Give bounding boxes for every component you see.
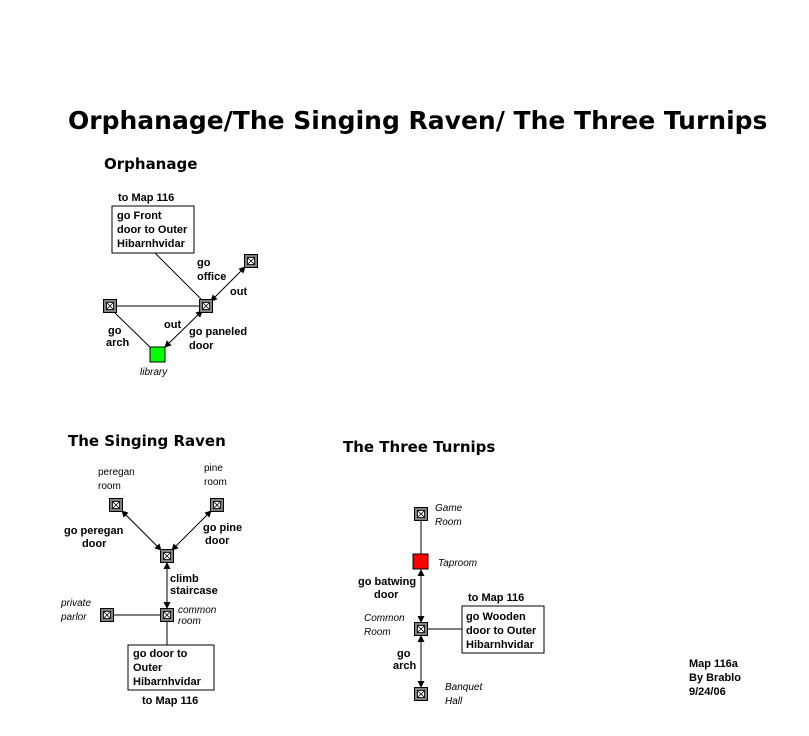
singing-raven-heading: The Singing Raven — [68, 432, 226, 450]
raven-exit-line-1: go door to — [133, 648, 188, 660]
banquet-hall-node — [414, 687, 428, 701]
peregan-room-node — [109, 498, 123, 512]
turnips-common-label-1: Common — [364, 613, 405, 624]
orphanage-exit-line-3: Hibarnhvidar — [117, 238, 186, 250]
orphanage-out-mid-label: out — [164, 319, 181, 331]
library-room-node — [149, 346, 166, 363]
credits-map-id: Map 116a — [689, 658, 739, 670]
private-parlor-room-node — [100, 608, 114, 622]
go-batwing-label-1: go batwing — [358, 576, 416, 588]
edge-hub-to-library — [164, 310, 203, 348]
peregan-room-label-1: peregan — [98, 467, 135, 478]
turnips-exit-line-3: Hibarnhvidar — [466, 639, 535, 651]
edge-arch-to-library — [114, 312, 154, 351]
library-label: library — [140, 367, 168, 378]
edge-exit-to-hub — [154, 252, 204, 302]
go-pine-label-1: go pine — [203, 522, 242, 534]
game-room-node — [414, 507, 428, 521]
raven-exit-box — [127, 644, 215, 691]
go-paneled-label-1: go paneled — [189, 326, 247, 338]
raven-common-room-node — [160, 608, 174, 622]
edge-peregan-to-landing — [121, 510, 162, 551]
raven-to-map-label: to Map 116 — [142, 695, 198, 707]
go-arch-label-2: arch — [106, 337, 130, 349]
climb-label-1: climb — [170, 573, 199, 585]
orphanage-exit-line-2: door to Outer — [117, 224, 188, 236]
go-office-label-1: go — [197, 257, 211, 269]
orphanage-office-room-node — [244, 254, 258, 268]
raven-exit-line-2: Outer — [133, 662, 163, 674]
taproom-room-node — [412, 553, 429, 570]
game-room-label-1: Game — [435, 503, 463, 514]
turnips-go-arch-label-2: arch — [393, 660, 417, 672]
edge-pine-to-landing — [171, 510, 212, 551]
peregan-room-label-2: room — [98, 481, 121, 492]
orphanage-exit-box — [111, 205, 195, 254]
private-parlor-label-1: private — [60, 598, 91, 609]
go-paneled-label-2: door — [189, 340, 214, 352]
taproom-label: Taproom — [438, 558, 477, 569]
pine-room-label-2: room — [204, 477, 227, 488]
climb-label-2: staircase — [170, 585, 218, 597]
turnips-to-map-label: to Map 116 — [468, 592, 524, 604]
orphanage-exit-line-1: go Front — [117, 210, 162, 222]
orphanage-to-map-label: to Map 116 — [118, 192, 174, 204]
turnips-exit-line-1: go Wooden — [466, 611, 526, 623]
go-arch-label-1: go — [108, 325, 122, 337]
turnips-common-label-2: Room — [364, 627, 391, 638]
turnips-go-arch-label-1: go — [397, 648, 411, 660]
turnips-exit-box — [461, 605, 545, 654]
turnips-exit-line-2: door to Outer — [466, 625, 537, 637]
orphanage-hub-room-node — [199, 299, 213, 313]
landing-room-node — [160, 549, 174, 563]
raven-exit-line-3: Hibarnhvidar — [133, 676, 202, 688]
credits-date: 9/24/06 — [689, 686, 726, 698]
go-office-label-2: office — [197, 271, 226, 283]
pine-room-label-1: pine — [204, 463, 223, 474]
banquet-hall-label-1: Banquet — [445, 682, 483, 693]
raven-common-label-2: room — [178, 616, 201, 627]
credits-author: By Brablo — [689, 672, 741, 684]
private-parlor-label-2: parlor — [60, 612, 87, 623]
go-batwing-label-2: door — [374, 589, 399, 601]
go-peregan-label-2: door — [82, 538, 107, 550]
pine-room-node — [210, 498, 224, 512]
page-title: Orphanage/The Singing Raven/ The Three T… — [68, 106, 767, 135]
raven-common-label-1: common — [178, 605, 217, 616]
turnips-common-room-node — [414, 622, 428, 636]
orphanage-heading: Orphanage — [104, 155, 197, 173]
orphanage-out-top-label: out — [230, 286, 247, 298]
go-pine-label-2: door — [205, 535, 230, 547]
orphanage-arch-room-node — [103, 299, 117, 313]
go-peregan-label-1: go peregan — [64, 525, 124, 537]
banquet-hall-label-2: Hall — [445, 696, 463, 707]
three-turnips-heading: The Three Turnips — [343, 438, 495, 456]
edge-hub-to-office — [210, 266, 246, 302]
game-room-label-2: Room — [435, 517, 462, 528]
